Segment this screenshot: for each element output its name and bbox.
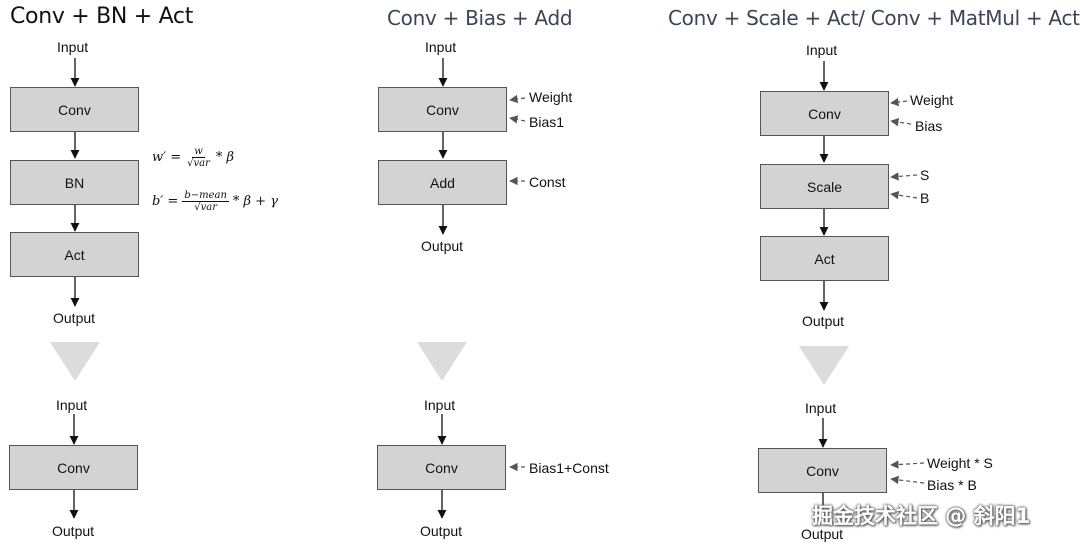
title-conv-bias-add: Conv + Bias + Add	[387, 6, 573, 30]
col3-fused-input-label: Input	[805, 400, 837, 416]
col3-input-label: Input	[806, 42, 838, 58]
col2-conv-node: Conv	[378, 87, 507, 132]
formula-b-rhs: * β + γ	[232, 194, 278, 209]
col2-add-node: Add	[378, 160, 507, 205]
col3-fused-conv-node: Conv	[758, 448, 887, 493]
col2-weight-label: Weight	[529, 89, 573, 105]
formula-weight: w′ = w √var * β	[152, 146, 234, 169]
title-conv-bn-act: Conv + BN + Act	[10, 4, 194, 29]
col1-conv-node: Conv	[10, 87, 139, 132]
col1-fused-output-label: Output	[52, 523, 95, 539]
col2-bias1-label: Bias1	[529, 114, 565, 130]
transform-arrow-3	[799, 346, 849, 385]
formula-bias: b′ = b−mean √var * β + γ	[152, 190, 278, 213]
col2-fused-bias-label: Bias1+Const	[529, 460, 609, 476]
col2-output-label: Output	[421, 238, 464, 254]
col2-const-label: Const	[529, 174, 566, 190]
col2-fused-conv-node: Conv	[377, 445, 506, 490]
transform-arrow-1	[50, 342, 100, 381]
col3-output-label: Output	[802, 313, 845, 329]
col1-act-node: Act	[10, 232, 139, 277]
col1-fused-conv-node: Conv	[9, 445, 138, 490]
col3-fused-output-label: Output	[801, 526, 844, 542]
title-conv-scale-act: Conv + Scale + Act/ Conv + MatMul + Act	[668, 6, 1080, 30]
col3-b-label: B	[920, 190, 930, 206]
col3-scale-node: Scale	[760, 164, 889, 209]
col1-fused-input-label: Input	[56, 397, 88, 413]
formula-w-frac: w √var	[185, 146, 212, 169]
col2-fused-input-label: Input	[424, 397, 456, 413]
watermark: 掘金技术社区 @ 斜阳1	[812, 504, 1031, 528]
col1-input-label: Input	[57, 39, 89, 55]
formula-w-num: w	[192, 146, 205, 158]
col2-input-label: Input	[425, 39, 457, 55]
col3-weight-label: Weight	[910, 92, 954, 108]
formula-w-lhs: w′ =	[152, 150, 182, 165]
col1-output-label: Output	[53, 310, 96, 326]
transform-arrow-2	[417, 342, 467, 381]
formula-b-num: b−mean	[182, 190, 229, 202]
formula-w-den: √var	[187, 158, 210, 169]
col3-weight-s-label: Weight * S	[927, 455, 993, 471]
formula-b-frac: b−mean √var	[182, 190, 229, 213]
col3-bias-label: Bias	[915, 118, 943, 134]
formula-w-rhs: * β	[215, 150, 235, 165]
col3-conv-node: Conv	[760, 91, 889, 136]
formula-b-lhs: b′ =	[152, 194, 179, 209]
col2-fused-output-label: Output	[420, 523, 463, 539]
col3-s-label: S	[920, 167, 930, 183]
col3-act-node: Act	[760, 236, 889, 281]
formula-b-den: √var	[194, 202, 217, 213]
col3-bias-b-label: Bias * B	[927, 477, 977, 493]
col1-bn-node: BN	[10, 160, 139, 205]
